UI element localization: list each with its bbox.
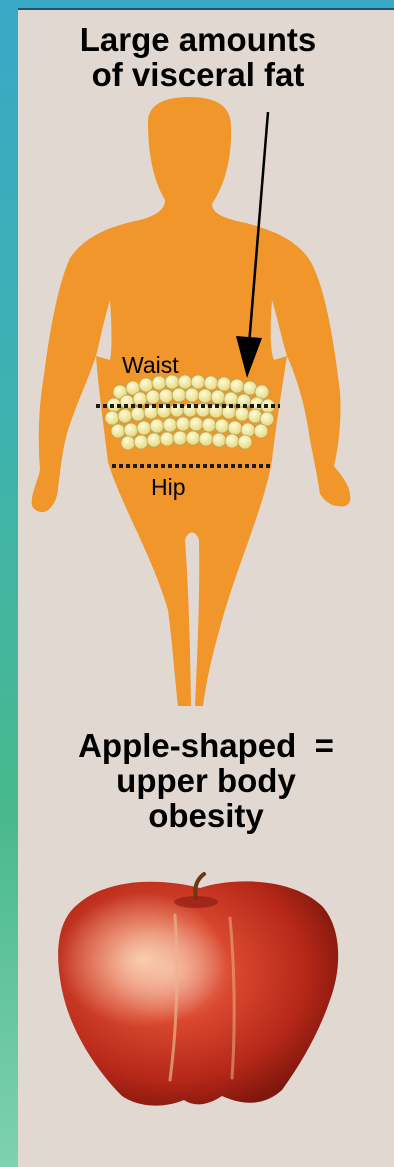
waist-label: Waist: [122, 352, 179, 379]
hip-label: Hip: [151, 474, 186, 501]
fat-deposit: [105, 375, 275, 450]
apple-photo: [58, 874, 338, 1106]
caption-line-1: Apple-shaped =: [18, 728, 394, 763]
caption-line-2: upper body: [18, 763, 394, 798]
caption-line-3: obesity: [18, 798, 394, 833]
caption: Apple-shaped = upper body obesity: [18, 728, 394, 833]
